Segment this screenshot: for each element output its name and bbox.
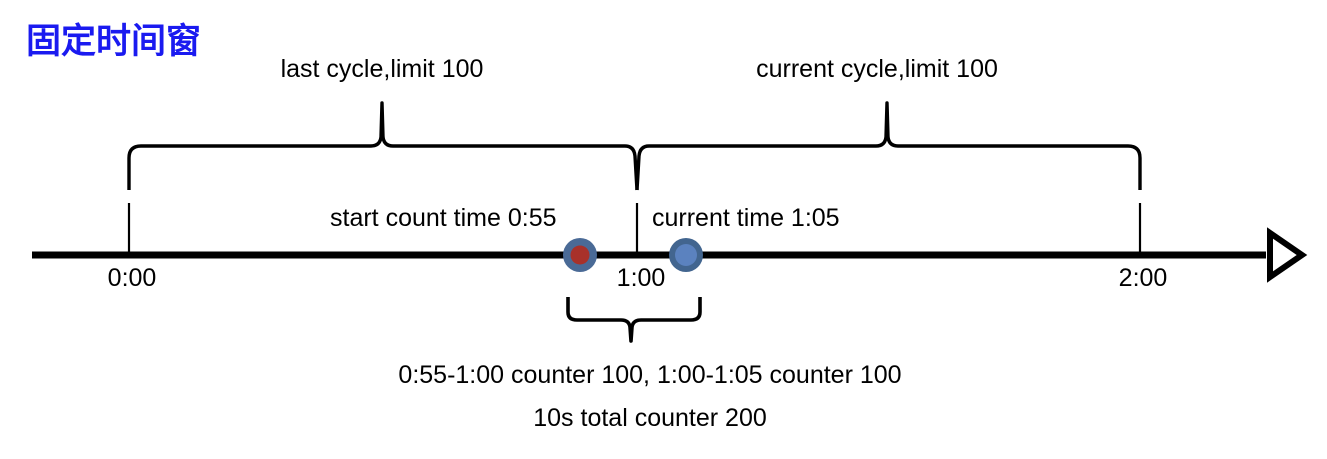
last-cycle-brace: [127, 101, 639, 191]
tick-label-0-00: 0:00: [107, 264, 157, 292]
counter-window-brace: [566, 297, 702, 343]
tick-label-2-00: 2:00: [1118, 264, 1168, 292]
current-cycle-label: current cycle,limit 100: [756, 55, 998, 83]
counter-summary-line-1: 0:55-1:00 counter 100, 1:00-1:05 counter…: [398, 361, 902, 389]
current-time-marker-dot: [675, 244, 697, 266]
page-title: 固定时间窗: [26, 22, 202, 61]
tick-label-1-00: 1:00: [616, 264, 666, 292]
timeline-arrow-icon: [1267, 227, 1308, 283]
current-time-label: current time 1:05: [652, 204, 840, 232]
counter-summary-line-2: 10s total counter 200: [533, 404, 767, 432]
start-count-time-label: start count time 0:55: [330, 204, 557, 232]
current-cycle-brace: [635, 101, 1142, 191]
last-cycle-label: last cycle,limit 100: [280, 55, 484, 83]
start-count-marker-dot: [570, 245, 590, 265]
